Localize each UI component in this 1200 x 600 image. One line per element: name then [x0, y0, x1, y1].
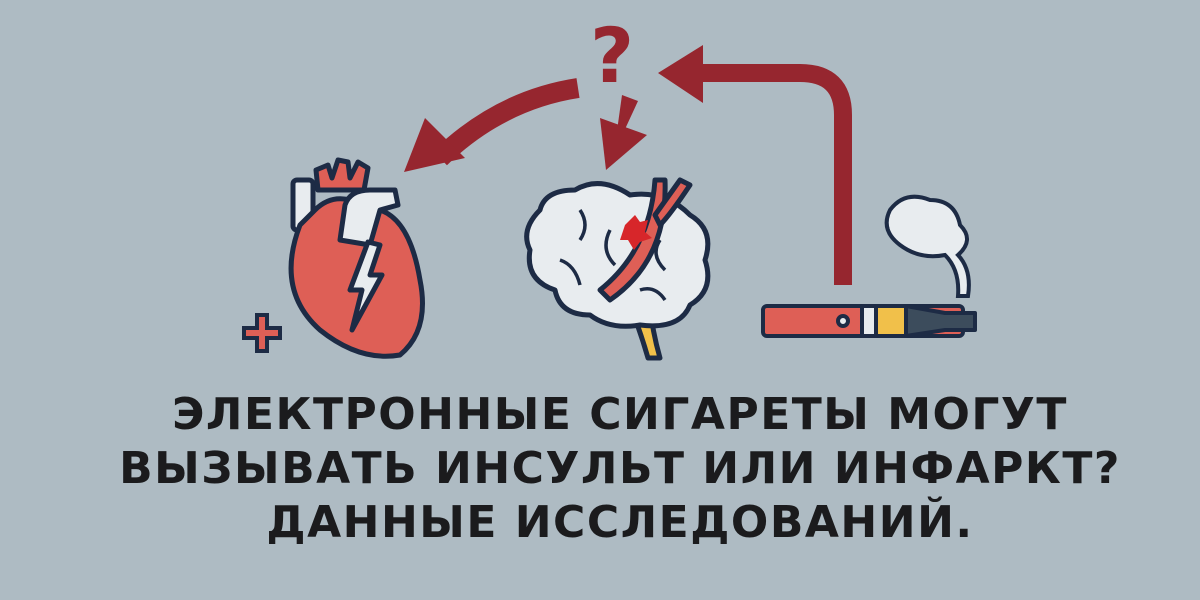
lightning-icon	[347, 239, 385, 333]
headline-line-1: ЭЛЕКТРОННЫЕ СИГАРЕТЫ МОГУТ	[172, 389, 1068, 440]
arrow-to-brain	[600, 95, 647, 170]
question-mark: ?	[590, 11, 634, 100]
arrow-from-e-cigarette	[658, 45, 852, 285]
arrow-to-heart	[404, 78, 580, 172]
headline: ЭЛЕКТРОННЫЕ СИГАРЕТЫ МОГУТ ВЫЗЫВАТЬ ИНСУ…	[0, 388, 1200, 550]
heart-icon	[288, 157, 425, 359]
headline-line-3: ДАННЫЕ ИССЛЕДОВАНИЙ.	[266, 497, 974, 548]
plus-icon	[242, 313, 282, 353]
smoke-icon	[884, 194, 971, 298]
e-cigarette-icon	[761, 304, 977, 338]
illustration: ?	[242, 11, 977, 361]
headline-line-2: ВЫЗЫВАТЬ ИНСУЛЬТ ИЛИ ИНФАРКТ?	[119, 443, 1121, 494]
brain-icon	[524, 177, 711, 361]
